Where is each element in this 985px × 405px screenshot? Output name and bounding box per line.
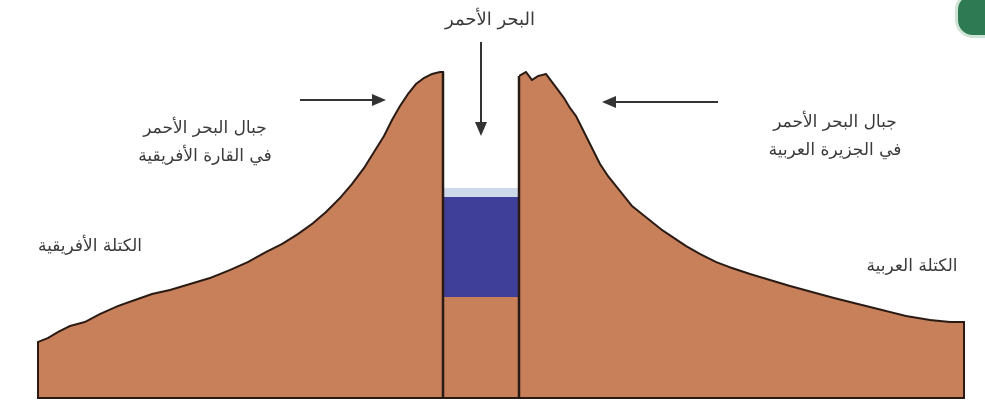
- red-sea-water: [443, 197, 519, 297]
- label-arabian-plate: الكتلة العربية: [866, 256, 958, 276]
- corner-badge: [955, 0, 985, 38]
- arrow-right-icon: [300, 94, 386, 106]
- label-line: في الجزيرة العربية: [768, 140, 902, 160]
- label-line: في القارة الأفريقية: [138, 146, 272, 166]
- label-line: جبال البحر الأحمر: [143, 118, 267, 138]
- african-landmass: [37, 71, 444, 399]
- rift-floor: [443, 297, 519, 398]
- arabian-landmass: [518, 70, 965, 399]
- label-red-sea: البحر الأحمر: [445, 9, 535, 30]
- rift-light-water: [443, 188, 519, 198]
- label-african-plate: الكتلة الأفريقية: [37, 236, 143, 256]
- label-african-red-sea-mountains: جبال البحر الأحمر في القارة الأفريقية: [95, 114, 315, 170]
- label-line: جبال البحر الأحمر: [773, 112, 897, 132]
- label-arabian-red-sea-mountains: جبال البحر الأحمر في الجزيرة العربية: [730, 108, 940, 164]
- arrow-left-icon: [602, 96, 718, 108]
- arrow-down-icon: [475, 42, 487, 136]
